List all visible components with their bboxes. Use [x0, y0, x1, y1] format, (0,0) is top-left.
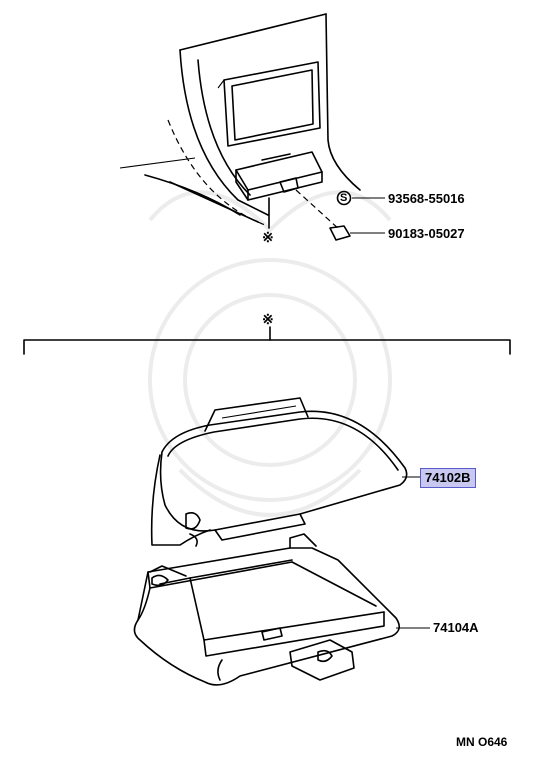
- glove-box-door: [150, 397, 420, 547]
- screw-symbol: S: [340, 192, 348, 204]
- star-marker-bracket: ※: [262, 311, 274, 327]
- dashboard-panel: [119, 13, 361, 226]
- nut-icon: [329, 225, 351, 241]
- part-label-glove-box[interactable]: 74104A: [433, 620, 479, 635]
- star-marker-top: ※: [262, 229, 274, 245]
- group-bracket: [23, 326, 511, 355]
- watermark-emblem: [148, 190, 392, 517]
- part-label-glove-box-door[interactable]: 74102B: [420, 468, 476, 488]
- diagram-code: MN O646: [456, 735, 508, 749]
- screw-symbol-circle: [336, 190, 352, 206]
- radio-opening: [217, 61, 321, 147]
- part-label-screw[interactable]: 93568-55016: [388, 191, 465, 206]
- glove-box-bin: [133, 533, 430, 686]
- part-label-nut[interactable]: 90183-05027: [388, 226, 465, 241]
- top-leaders: [268, 189, 385, 234]
- installed-glove-box: [235, 151, 323, 201]
